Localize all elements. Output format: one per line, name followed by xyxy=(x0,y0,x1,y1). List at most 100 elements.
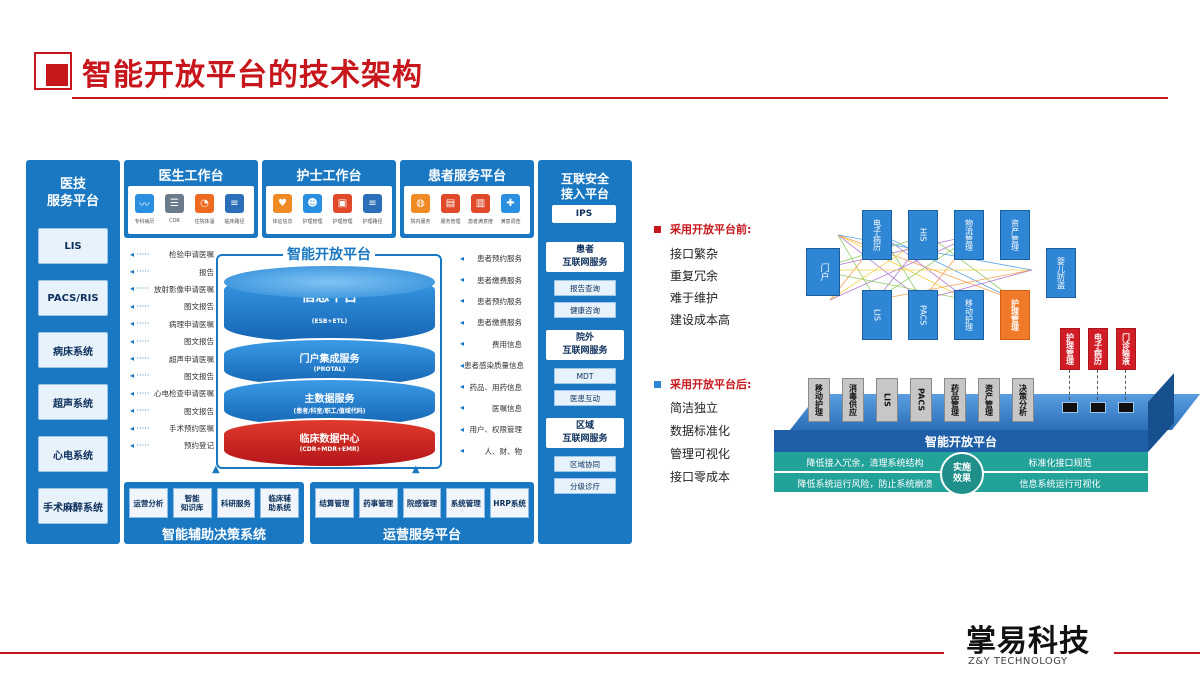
heart-icon[interactable]: ♥ xyxy=(273,194,292,213)
node-top-3: 资产管理 xyxy=(1000,210,1030,260)
bottom-item-0-0[interactable]: 运营分析 xyxy=(129,488,168,518)
security-item-2-1[interactable]: 分级诊疗 xyxy=(554,478,616,494)
left-services-column: ◂ ·····检验申请医嘱◂ ·····报告◂ ·····放射影像申请医嘱◂ ·… xyxy=(130,246,214,455)
icon-label-1-1: 护理管理 xyxy=(302,219,323,225)
bottom-item-0-3[interactable]: 临床辅 助系统 xyxy=(260,488,299,518)
icon-label-0-3: 临床路径 xyxy=(224,219,245,225)
top-panel-0: 医生工作台〰专科病历☰CDR◔住院体温≡临床路径 xyxy=(124,160,258,238)
right-service-label-5: 患者感染质量信息 xyxy=(464,361,525,371)
bottom-panel-title-1: 运营服务平台 xyxy=(382,528,461,543)
medtech-item-3[interactable]: 超声系统 xyxy=(38,384,108,420)
layers-icon[interactable]: ≡ xyxy=(363,194,382,213)
before-bullet-icon xyxy=(654,226,661,233)
bottom-item-1-1[interactable]: 药事管理 xyxy=(358,488,398,518)
top-panel-2: 患者服务平台◍院内服务▤服务管理▥患者满意度✚满意调查 xyxy=(400,160,534,238)
security-item-0-1[interactable]: 健康咨询 xyxy=(554,302,616,318)
left-service-row-2: ◂ ·····放射影像申请医嘱 xyxy=(130,281,214,298)
bottom-item-0-1[interactable]: 智能 知识库 xyxy=(172,488,212,518)
after-point-0: 简洁独立 xyxy=(670,401,719,415)
pie-icon[interactable]: ◔ xyxy=(195,194,214,213)
medtech-item-1[interactable]: PACS/RIS xyxy=(38,280,108,316)
before-point-0: 接口繁杂 xyxy=(670,247,719,261)
services-area: ◂ ·····检验申请医嘱◂ ·····报告◂ ·····放射影像申请医嘱◂ ·… xyxy=(124,242,527,474)
effect-text-2: 标准化接口规范 xyxy=(1028,459,1092,469)
right-service-label-8: 用户、权限管理 xyxy=(469,425,523,435)
left-service-arrow-icon: ◂ ····· xyxy=(130,440,150,450)
right-service-arrow-icon: ◂ xyxy=(460,382,465,392)
left-service-row-0: ◂ ·····检验申请医嘱 xyxy=(130,246,214,263)
node-bottom-2: 移动护理 xyxy=(954,290,984,340)
person-icon[interactable]: ☻ xyxy=(303,194,322,213)
left-service-row-3: ◂ ·····图文报告 xyxy=(130,298,214,315)
node-left: 门户 xyxy=(806,248,840,296)
page-title: 智能开放平台的技术架构 xyxy=(82,58,423,93)
after-module-4: 药品管理 xyxy=(944,378,966,422)
doc-icon[interactable]: ▤ xyxy=(441,194,460,213)
medtech-item-5[interactable]: 手术麻醉系统 xyxy=(38,488,108,524)
medtech-panel-title: 医技 服务平台 xyxy=(46,177,99,209)
right-service-label-7: 医嘱信息 xyxy=(492,403,522,413)
bottom-item-1-2[interactable]: 院感管理 xyxy=(402,488,442,518)
node-bottom-3: 护理管理 xyxy=(1000,290,1030,340)
security-item-2-0[interactable]: 区域协同 xyxy=(554,456,616,472)
security-item-1-0[interactable]: MDT xyxy=(554,368,616,384)
layer-clinical-name: 临床数据中心 xyxy=(299,434,360,445)
layers-icon[interactable]: ≡ xyxy=(225,194,244,213)
after-module-6: 决策分析 xyxy=(1012,378,1034,422)
right-service-arrow-icon: ◂ xyxy=(460,275,465,285)
left-service-arrow-icon: ◂ ····· xyxy=(130,319,150,329)
id-icon[interactable]: ▣ xyxy=(333,194,352,213)
layer-clinical-sub: (CDR+MDR+EMR) xyxy=(299,446,360,453)
before-point-1: 重复冗余 xyxy=(670,269,719,283)
layer-info-platform-sub: (ESB+ETL) xyxy=(311,318,348,325)
left-service-arrow-icon: ◂ ····· xyxy=(130,267,150,277)
red-module-0: 护理管理 xyxy=(1060,328,1080,370)
before-label: 采用开放平台前: xyxy=(670,223,752,236)
after-platform-label: 智能开放平台 xyxy=(924,435,997,449)
header-square-icon xyxy=(46,64,68,86)
right-service-label-3: 患者缴费服务 xyxy=(477,318,522,328)
bottom-item-1-3[interactable]: 系统管理 xyxy=(446,488,486,518)
security-item-0-0[interactable]: 报告查询 xyxy=(554,280,616,296)
right-service-label-2: 患者预约服务 xyxy=(477,296,522,306)
bottom-item-1-0[interactable]: 结算管理 xyxy=(315,488,354,518)
left-service-row-1: ◂ ·····报告 xyxy=(130,263,214,280)
bottom-item-0-2[interactable]: 科研服务 xyxy=(216,488,256,518)
after-bullet-icon xyxy=(654,381,661,388)
bottom-item-1-4[interactable]: HRP系统 xyxy=(490,488,529,518)
after-point-2: 管理可视化 xyxy=(670,447,731,461)
security-panel-title: 互联安全 接入平台 xyxy=(560,172,609,201)
icon-label-1-2: 护理管理 xyxy=(332,219,353,225)
effect-text-4: 信息系统运行可视化 xyxy=(1019,480,1101,490)
kit-icon[interactable]: ✚ xyxy=(501,194,520,213)
right-service-label-6: 药品、用药信息 xyxy=(469,382,523,392)
node-top-0: 电子病历 xyxy=(862,210,892,260)
medtech-item-2[interactable]: 病床系统 xyxy=(38,332,108,368)
globe-icon[interactable]: ◍ xyxy=(411,194,430,213)
medtech-item-4[interactable]: 心电系统 xyxy=(38,436,108,472)
clipboard-icon[interactable]: ▥ xyxy=(471,194,490,213)
list-icon[interactable]: ☰ xyxy=(165,194,184,213)
top-panel-icons-0: 〰专科病历☰CDR◔住院体温≡临床路径 xyxy=(128,186,254,234)
node-bottom-1: PACS xyxy=(908,290,938,340)
left-service-row-5: ◂ ·····图文报告 xyxy=(130,333,214,350)
left-service-arrow-icon: ◂ ····· xyxy=(130,388,150,398)
right-service-arrow-icon: ◂ xyxy=(460,360,465,370)
left-service-row-8: ◂ ·····心电检查申请医嘱 xyxy=(130,385,214,402)
after-module-2: LIS xyxy=(876,378,898,422)
ips-box: IPS xyxy=(552,205,616,223)
right-service-arrow-icon: ◂ xyxy=(460,403,465,413)
right-service-row-3: ◂患者缴费服务 xyxy=(460,312,522,333)
security-item-1-1[interactable]: 医患互动 xyxy=(554,390,616,406)
medtech-item-0[interactable]: LIS xyxy=(38,228,108,264)
layer-clinical-data-center: 临床数据中心 (CDR+MDR+EMR) xyxy=(224,418,435,466)
header-divider xyxy=(72,97,1168,99)
footer-line-left xyxy=(0,652,944,654)
after-platform-front xyxy=(774,430,1148,452)
left-service-row-10: ◂ ·····手术预约医嘱 xyxy=(130,420,214,437)
chart-icon[interactable]: 〰 xyxy=(135,194,154,213)
up-arrow-2: ▲ xyxy=(412,464,420,475)
right-service-label-9: 人、财、物 xyxy=(484,446,523,456)
node-top-2: 物流管理 xyxy=(954,210,984,260)
